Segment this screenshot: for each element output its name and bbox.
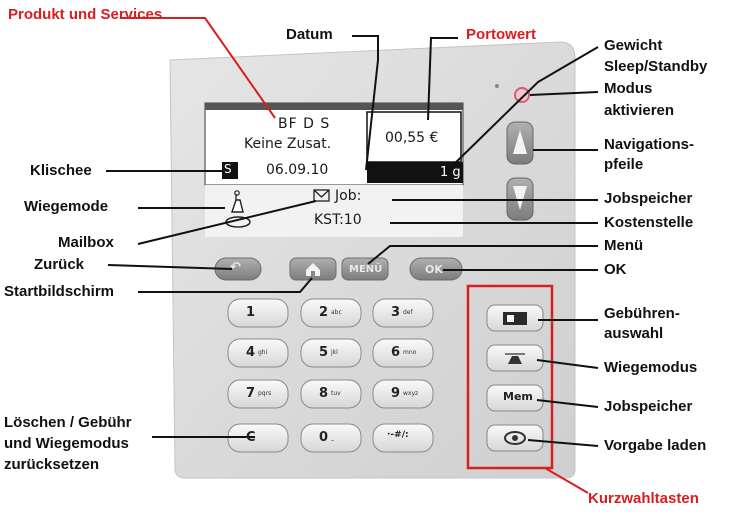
label-wiegemodus: Wiegemodus — [604, 359, 698, 376]
label-wiegemode: Wiegemode — [24, 198, 109, 215]
label-loeschen-1: Löschen / Gebühr — [4, 414, 132, 431]
ok-button-label: OK — [425, 263, 443, 276]
shortcut-keys-frame — [466, 284, 554, 470]
keypad-key-digit: 5 — [319, 345, 329, 360]
keypad-key-8[interactable] — [300, 379, 362, 409]
cliche-marker-box — [222, 162, 238, 179]
lcd-option-line: Keine Zusat. — [244, 136, 332, 152]
label-sleep-3: aktivieren — [604, 102, 675, 119]
lcd-cliche-marker: S — [224, 162, 232, 176]
weight-bar — [367, 162, 463, 183]
label-zurueck: Zurück — [34, 256, 85, 273]
keypad-key-3[interactable] — [372, 298, 434, 328]
keypad-key-digit: 1 — [246, 305, 256, 320]
keypad-key-letters: abc — [331, 309, 342, 316]
label-ok: OK — [604, 261, 627, 278]
postage-box — [366, 111, 462, 163]
label-klischee: Klischee — [30, 162, 92, 179]
home-button[interactable] — [289, 257, 337, 281]
keypad-key-5[interactable] — [300, 338, 362, 368]
keypad-key-letters: mno — [403, 349, 417, 356]
keypad-key-2[interactable] — [300, 298, 362, 328]
lcd-weight: 1 g — [440, 165, 461, 180]
keypad-key-letters: pqrs — [258, 390, 272, 397]
keypad-key-digit: 7 — [246, 386, 256, 401]
lcd-date: 06.09.10 — [266, 162, 329, 178]
keypad-key-digit: 8 — [319, 386, 329, 401]
keypad-key-letters: _ — [331, 434, 334, 441]
red-callout-lines — [120, 17, 589, 494]
nav-up-button[interactable] — [506, 121, 534, 165]
weigh-mode-button[interactable] — [486, 344, 544, 372]
keypad-key-digit: 4 — [246, 345, 256, 360]
mailbox-icon — [313, 189, 330, 202]
keypad-key-letters: jkl — [331, 349, 338, 356]
load-default-button[interactable] — [486, 424, 544, 452]
keypad-key-digit: C — [246, 430, 256, 445]
label-kurzwahltasten: Kurzwahltasten — [588, 490, 699, 507]
lcd-product-line: BF D S — [278, 116, 331, 132]
job-memory-button-label: Mem — [503, 390, 533, 403]
keypad-key-9[interactable] — [372, 379, 434, 409]
keypad-key-letters: def — [403, 309, 413, 316]
keypad-key-digit: 2 — [319, 305, 329, 320]
lcd-cost-center: KST:10 — [314, 212, 362, 228]
label-jobspeicher-bottom: Jobspeicher — [604, 398, 693, 415]
label-gewicht: Gewicht — [604, 37, 663, 54]
label-loeschen-3: zurücksetzen — [4, 456, 100, 473]
keypad-key-letters: tuv — [331, 390, 341, 397]
label-sleep-1: Sleep/Standby — [604, 58, 708, 75]
lcd-top-bar — [205, 103, 463, 110]
keypad-key-4[interactable] — [227, 338, 289, 368]
keypad-key-digit: ·-#/: — [387, 430, 409, 440]
menu-button-label: MENÜ — [349, 264, 383, 275]
job-memory-button[interactable] — [486, 384, 544, 412]
keypad-key-digit: 9 — [391, 386, 401, 401]
keypad-key-12[interactable] — [372, 423, 434, 453]
keypad-key-digit: 0 — [319, 430, 329, 445]
keypad-key-1[interactable] — [227, 298, 289, 328]
label-loeschen-2: und Wiegemodus — [4, 435, 129, 452]
label-produkt-services: Produkt und Services — [8, 6, 163, 23]
keypad-key-6[interactable] — [372, 338, 434, 368]
label-gebuehren-2: auswahl — [604, 325, 664, 342]
label-menue: Menü — [604, 237, 644, 254]
keypad-key-digit: 3 — [391, 305, 401, 320]
keypad-key-digit: 6 — [391, 345, 401, 360]
lcd-job: Job: — [335, 188, 362, 204]
label-jobspeicher-top: Jobspeicher — [604, 190, 693, 207]
back-arrow-icon: ↶ — [230, 260, 241, 275]
keypad-key-letters: wxyz — [403, 390, 419, 397]
label-portowert: Portowert — [466, 26, 537, 43]
standby-led[interactable] — [514, 87, 530, 103]
keypad-key-7[interactable] — [227, 379, 289, 409]
label-mailbox: Mailbox — [58, 234, 114, 251]
keypad-key-11[interactable] — [300, 423, 362, 453]
callout-lines — [106, 35, 599, 447]
label-navigation-2: pfeile — [604, 156, 644, 173]
label-navigation-1: Navigations- — [604, 136, 695, 153]
label-datum: Datum — [286, 26, 333, 43]
fee-select-button[interactable] — [486, 304, 544, 332]
label-sleep-2: Modus — [604, 80, 653, 97]
label-gebuehren-1: Gebühren- — [604, 305, 680, 322]
label-kostenstelle: Kostenstelle — [604, 214, 694, 231]
label-startbildschirm: Startbildschirm — [4, 283, 115, 300]
menu-button[interactable] — [341, 257, 389, 281]
lcd-postage: 00,55 € — [385, 130, 439, 146]
lcd-lower — [205, 185, 463, 237]
label-vorgabe-laden: Vorgabe laden — [604, 437, 707, 454]
keypad-key-letters: ghi — [258, 349, 268, 356]
